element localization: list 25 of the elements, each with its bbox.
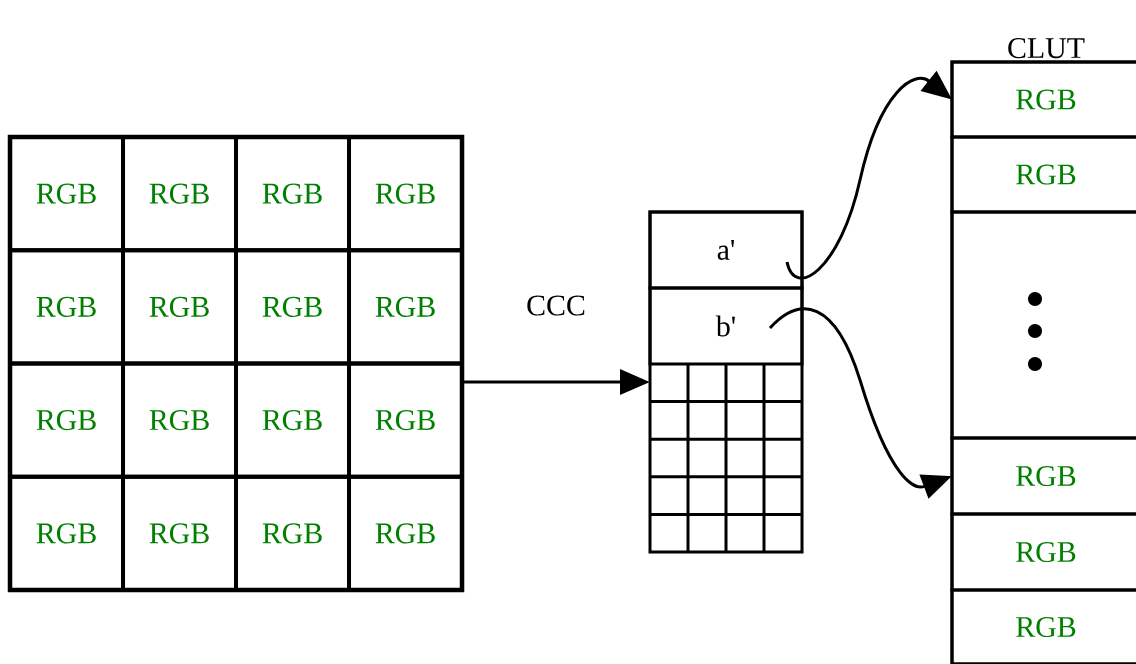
- table-cell: RGB: [950, 588, 1136, 664]
- table-cell: RGB: [347, 474, 464, 593]
- node-label: CLUT: [1008, 38, 1085, 59]
- edge-label: CCC: [524, 293, 588, 318]
- table-cell: RGB: [8, 361, 125, 479]
- table-cell: RGB: [950, 60, 1136, 139]
- table-cell: RGB: [8, 474, 125, 593]
- table-cell: RGB: [234, 474, 351, 593]
- table-cell: RGB: [950, 512, 1136, 592]
- table-cell: RGB: [121, 361, 238, 479]
- table-cell: RGB: [121, 248, 238, 366]
- table-cell: RGB: [8, 248, 125, 366]
- table-cell: RGB: [234, 135, 351, 253]
- table-cell: RGB: [950, 135, 1136, 214]
- table-cell: a': [648, 210, 804, 290]
- table-cell: RGB: [234, 248, 351, 366]
- table-cell: RGB: [8, 135, 125, 253]
- table-cell: b': [648, 286, 804, 366]
- table-cell: RGB: [234, 361, 351, 479]
- table-cell: RGB: [121, 474, 238, 593]
- table-cell: RGB: [347, 135, 464, 253]
- table-cell: RGB: [950, 436, 1136, 516]
- table-cell: RGB: [347, 248, 464, 366]
- table-cell: RGB: [347, 361, 464, 479]
- table-cell: RGB: [121, 135, 238, 253]
